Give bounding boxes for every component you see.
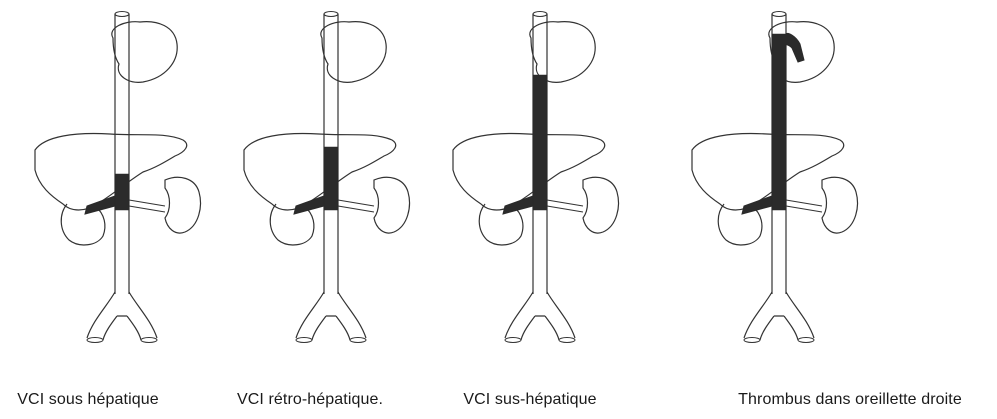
- panel-sus-hepatique: [433, 0, 663, 360]
- panel-sous-hepatique: [15, 0, 245, 360]
- ivc-top-cap: [324, 12, 338, 17]
- caption-sus-hepatique: VCI sus-hépatique: [463, 391, 596, 409]
- caption-oreillette: Thrombus dans oreillette droite: [738, 391, 962, 409]
- atrial-thrombus-extension: [785, 33, 804, 62]
- iliac-bifurcation: [505, 292, 575, 340]
- kidney-right-outline: [583, 177, 618, 233]
- ivc-top-cap: [772, 12, 786, 17]
- panel-oreillette: [672, 0, 902, 360]
- renal-vein-right: [547, 200, 583, 212]
- anatomy-illustration: [15, 0, 245, 360]
- iliac-bifurcation: [296, 292, 366, 340]
- ivc-top-cap: [115, 12, 129, 17]
- iliac-right-cap: [559, 338, 575, 343]
- iliac-left-cap: [744, 338, 760, 343]
- iliac-right-cap: [798, 338, 814, 343]
- kidney-right-outline: [165, 177, 200, 233]
- caption-retro-hepatique: VCI rétro-hépatique.: [237, 391, 383, 409]
- iliac-left-cap: [296, 338, 312, 343]
- kidney-right-outline: [822, 177, 857, 233]
- iliac-left-cap: [505, 338, 521, 343]
- ivc-tube: [115, 14, 129, 294]
- caption-sous-hepatique: VCI sous hépatique: [17, 391, 158, 409]
- iliac-right-cap: [350, 338, 366, 343]
- ivc-thrombus: [772, 34, 786, 210]
- iliac-bifurcation: [87, 292, 157, 340]
- renal-vein-right: [786, 200, 822, 212]
- anatomy-illustration: [672, 0, 902, 360]
- iliac-left-cap: [87, 338, 103, 343]
- kidney-right-outline: [374, 177, 409, 233]
- ivc-thrombus: [533, 75, 547, 210]
- panel-retro-hepatique: [224, 0, 454, 360]
- renal-vein-right: [338, 200, 374, 212]
- iliac-right-cap: [141, 338, 157, 343]
- ivc-thrombus: [324, 147, 338, 210]
- heart-outline: [321, 22, 386, 83]
- heart-outline: [112, 22, 177, 83]
- ivc-top-cap: [533, 12, 547, 17]
- heart-outline: [530, 22, 595, 83]
- anatomy-illustration: [224, 0, 454, 360]
- iliac-bifurcation: [744, 292, 814, 340]
- renal-vein-right: [129, 200, 165, 212]
- anatomy-illustration: [433, 0, 663, 360]
- ivc-thrombus: [115, 174, 129, 210]
